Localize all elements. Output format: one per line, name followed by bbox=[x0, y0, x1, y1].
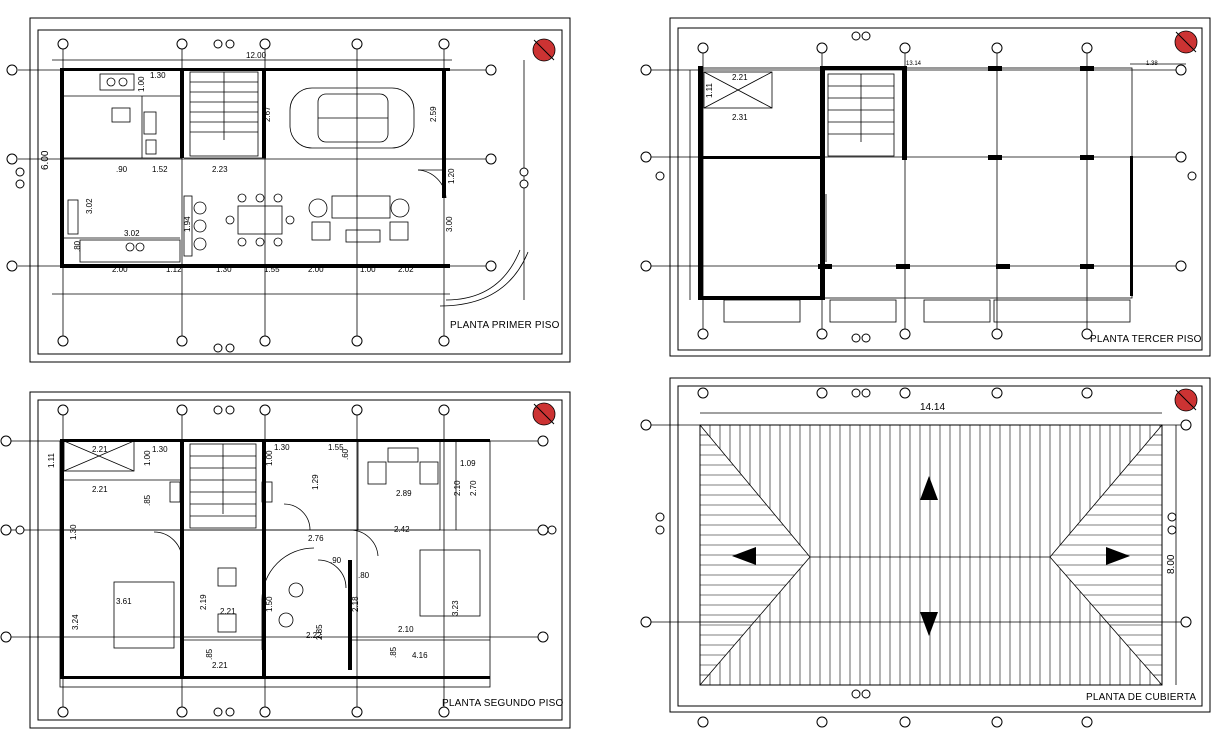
arrow-right-icon bbox=[1106, 547, 1130, 565]
plan-primer-piso: 12.00 1.30 1.00 2.67 2.59 .90 1.52 2.23 … bbox=[6, 17, 571, 363]
dim-label: 2.31 bbox=[732, 113, 748, 122]
dim-label: .85 bbox=[143, 494, 152, 506]
dim-label: 3.23 bbox=[451, 600, 460, 616]
dim-label: 6.00 bbox=[40, 150, 51, 170]
dim-label: 1.30 bbox=[152, 445, 168, 454]
plan-title: PLANTA SEGUNDO PISO bbox=[442, 698, 563, 709]
dim-label: 2.21 bbox=[92, 445, 108, 454]
dim-label: 2.23 bbox=[212, 165, 228, 174]
dim-label: 4.16 bbox=[412, 651, 428, 660]
dim-label: 2.67 bbox=[263, 106, 272, 122]
dim-label: 2.21 bbox=[212, 661, 228, 670]
dim-label: 2.19 bbox=[199, 594, 208, 610]
north-arrow-icon bbox=[532, 38, 556, 62]
arrow-down-icon bbox=[920, 612, 938, 636]
plan-title: PLANTA TERCER PISO bbox=[1090, 334, 1202, 345]
dim-label: .85 bbox=[389, 646, 398, 658]
dim-label: 2.00 bbox=[308, 265, 324, 274]
dim-label: .90 bbox=[330, 556, 342, 565]
dim-label: 2.21 bbox=[732, 73, 748, 82]
dim-label: 1.29 bbox=[311, 474, 320, 490]
arrow-left-icon bbox=[732, 547, 756, 565]
dim-label: 2.22 bbox=[306, 631, 322, 640]
dim-label: 2.59 bbox=[429, 106, 438, 122]
dim-label: 1.38 bbox=[1146, 61, 1158, 67]
dim-label: 14.14 bbox=[920, 402, 945, 413]
dim-label: 12.00 bbox=[246, 51, 267, 60]
plan-segundo-piso: 2.21 1.30 1.30 1.55 .60 1.11 1.00 1.00 2… bbox=[0, 391, 571, 729]
dim-label: .90 bbox=[116, 165, 128, 174]
dim-label: 1.55 bbox=[328, 443, 344, 452]
dim-label: 3.00 bbox=[445, 216, 454, 232]
dim-label: 3.02 bbox=[85, 198, 94, 214]
dim-label: 3.24 bbox=[71, 614, 80, 630]
dim-label: 2.18 bbox=[351, 596, 360, 612]
roof-hatch bbox=[700, 425, 1162, 685]
dim-label: 1.11 bbox=[47, 452, 56, 468]
dim-label: 2.10 bbox=[453, 480, 462, 496]
plan-tercer-piso: 2.21 1.11 2.31 13.14 1.38 PLANTA TERCER … bbox=[640, 17, 1211, 357]
dim-label: 1.12 bbox=[166, 265, 182, 274]
dim-label: 13.14 bbox=[906, 61, 922, 67]
dim-label: .80 bbox=[358, 571, 370, 580]
north-arrow-icon bbox=[1174, 388, 1198, 412]
dim-label: 3.02 bbox=[124, 229, 140, 238]
dim-label: 1.30 bbox=[69, 524, 78, 540]
dim-label: 2.70 bbox=[469, 480, 478, 496]
dim-label: 1.20 bbox=[447, 168, 456, 184]
dim-label: 2.85 bbox=[315, 624, 324, 640]
arrow-up-icon bbox=[920, 476, 938, 500]
dim-label: .85 bbox=[205, 648, 214, 660]
north-arrow-icon bbox=[532, 402, 556, 426]
dim-label: 1.52 bbox=[152, 165, 168, 174]
plan-title: PLANTA PRIMER PISO bbox=[450, 320, 560, 331]
dim-label: 1.50 bbox=[265, 596, 274, 612]
dim-label: 1.00 bbox=[360, 265, 376, 274]
dim-label: 2.21 bbox=[92, 485, 108, 494]
dim-label: 2.00 bbox=[112, 265, 128, 274]
dim-label: 1.30 bbox=[150, 71, 166, 80]
dim-label: 1.00 bbox=[143, 450, 152, 466]
dim-label: .80 bbox=[73, 240, 82, 252]
dim-label: 2.02 bbox=[398, 265, 414, 274]
dim-label: 1.11 bbox=[705, 82, 714, 98]
dim-label: 3.61 bbox=[116, 597, 132, 606]
dim-label: 1.94 bbox=[183, 216, 192, 232]
dim-label: 1.30 bbox=[274, 443, 290, 452]
dim-label: 2.21 bbox=[220, 607, 236, 616]
dim-label: .60 bbox=[341, 448, 350, 460]
dim-label: 2.42 bbox=[394, 525, 410, 534]
dim-label: 1.09 bbox=[460, 459, 476, 468]
plan-title: PLANTA DE CUBIERTA bbox=[1086, 692, 1196, 703]
dim-label: 1.00 bbox=[265, 450, 274, 466]
dim-label: 1.00 bbox=[137, 76, 146, 92]
plan-cubierta: 14.14 8.00 PLANTA DE CUBIERTA bbox=[640, 377, 1211, 728]
dim-label: 2.89 bbox=[396, 489, 412, 498]
dim-label: 2.10 bbox=[398, 625, 414, 634]
dim-label: 1.30 bbox=[216, 265, 232, 274]
dim-label: 2.76 bbox=[308, 534, 324, 543]
dim-label: 8.00 bbox=[1166, 554, 1177, 574]
north-arrow-icon bbox=[1174, 30, 1198, 54]
dim-label: 1.55 bbox=[264, 265, 280, 274]
